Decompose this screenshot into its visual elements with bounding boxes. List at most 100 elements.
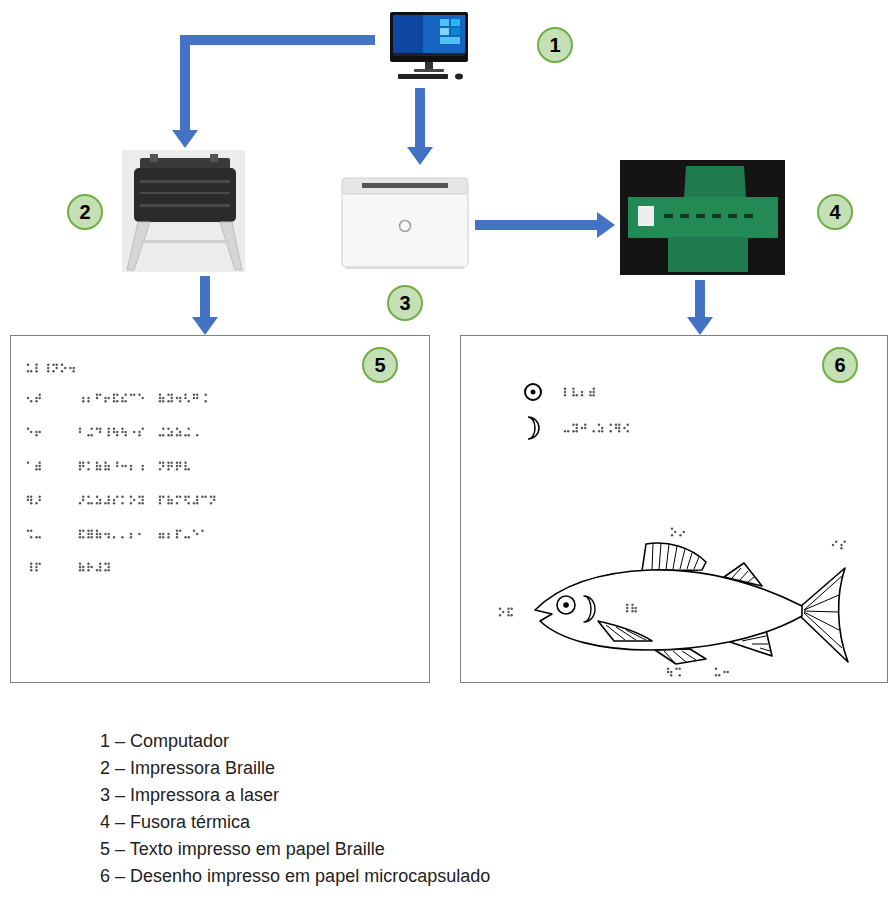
braille-dot xyxy=(142,496,144,498)
braille-dot xyxy=(121,428,123,430)
callout-key: 5 – Texto impresso em papel Braille xyxy=(100,836,490,863)
braille-dot xyxy=(96,465,98,467)
braille-dot xyxy=(671,528,673,530)
braille-dot xyxy=(130,468,132,470)
braille-dot xyxy=(121,400,123,402)
callout-number: 3 xyxy=(387,285,423,321)
braille-dot xyxy=(87,400,89,402)
braille-dot xyxy=(87,496,89,498)
braille-dot xyxy=(27,462,29,464)
fish-drawing xyxy=(804,575,843,610)
braille-dot xyxy=(30,536,32,538)
braille-dot xyxy=(167,536,169,538)
braille-dot xyxy=(35,563,37,565)
flow-arrow xyxy=(695,280,705,317)
braille-dot xyxy=(39,468,41,470)
braille-dot xyxy=(683,531,685,533)
braille-dot xyxy=(91,502,93,504)
symbol-key xyxy=(525,384,541,400)
braille-dot xyxy=(138,502,140,504)
braille-dot xyxy=(171,431,173,433)
braille-dot xyxy=(79,431,81,433)
callout-number: 5 xyxy=(362,347,398,383)
braille-dot xyxy=(87,434,89,436)
braille-dot xyxy=(626,604,628,606)
braille-dot xyxy=(171,397,173,399)
braille-dot xyxy=(507,611,509,613)
braille-dot xyxy=(79,465,81,467)
braille-dot xyxy=(499,614,501,616)
braille-dot xyxy=(130,465,132,467)
braille-dot xyxy=(35,370,37,372)
braille-dot xyxy=(615,424,617,426)
braille-dot xyxy=(627,424,629,426)
braille-dot xyxy=(593,394,595,396)
braille-dot xyxy=(79,569,81,571)
computer-picture xyxy=(414,69,444,72)
braille-dot xyxy=(511,614,513,616)
braille-printer-picture xyxy=(210,154,218,162)
braille-dot xyxy=(82,530,84,532)
braille-dot xyxy=(113,394,115,396)
braille-dot xyxy=(69,367,71,369)
braille-dot xyxy=(610,430,612,432)
braille-dot xyxy=(188,468,190,470)
braille-dot xyxy=(667,668,669,670)
braille-dot xyxy=(835,541,837,543)
computer-picture xyxy=(440,37,460,44)
braille-dot xyxy=(138,431,140,433)
braille-dot xyxy=(108,428,110,430)
braille-dot xyxy=(35,502,37,504)
fish-drawing xyxy=(664,651,674,662)
braille-dot xyxy=(193,530,195,532)
braille-dot xyxy=(201,530,203,532)
braille-dot xyxy=(104,462,106,464)
braille-dot xyxy=(176,465,178,467)
flow-arrow xyxy=(200,276,210,317)
braille-dot xyxy=(564,430,566,432)
braille-dot xyxy=(52,364,54,366)
braille-dot xyxy=(176,502,178,504)
braille-dot xyxy=(210,496,212,498)
braille-dot xyxy=(108,465,110,467)
computer-picture xyxy=(398,74,448,79)
braille-dot xyxy=(176,468,178,470)
paper-panel: 5 xyxy=(10,335,430,683)
braille-dot xyxy=(108,499,110,501)
braille-dot xyxy=(631,610,633,612)
fuser-picture xyxy=(628,197,778,238)
braille-dot xyxy=(581,391,583,393)
fish-drawing xyxy=(659,543,661,570)
braille-dot xyxy=(27,496,29,498)
braille-dot xyxy=(96,530,98,532)
braille-dot xyxy=(121,431,123,433)
braille-dot xyxy=(589,391,591,393)
braille-dot xyxy=(73,370,75,372)
braille-dot xyxy=(176,536,178,538)
braille-dot xyxy=(210,502,212,504)
braille-dot xyxy=(171,502,173,504)
braille-dot xyxy=(133,394,135,396)
braille-dot xyxy=(30,569,32,571)
braille-dot xyxy=(99,468,101,470)
braille-dot xyxy=(626,610,628,612)
braille-dot xyxy=(27,370,29,372)
braille-dot xyxy=(179,431,181,433)
braille-dot xyxy=(87,536,89,538)
computer-picture xyxy=(425,62,433,69)
braille-dot xyxy=(601,427,603,429)
fish-drawing xyxy=(742,636,766,641)
braille-dot xyxy=(670,671,672,673)
braille-dot xyxy=(188,428,190,430)
braille-dot xyxy=(35,468,37,470)
computer-picture xyxy=(393,15,423,56)
fish-drawing xyxy=(732,568,741,578)
braille-dot xyxy=(99,465,101,467)
braille-dot xyxy=(130,502,132,504)
fish-drawing xyxy=(800,568,848,662)
braille-dot xyxy=(598,424,600,426)
braille-dot xyxy=(623,427,625,429)
braille-dot xyxy=(572,394,574,396)
braille-dot xyxy=(159,533,161,535)
braille-dot xyxy=(56,367,58,369)
